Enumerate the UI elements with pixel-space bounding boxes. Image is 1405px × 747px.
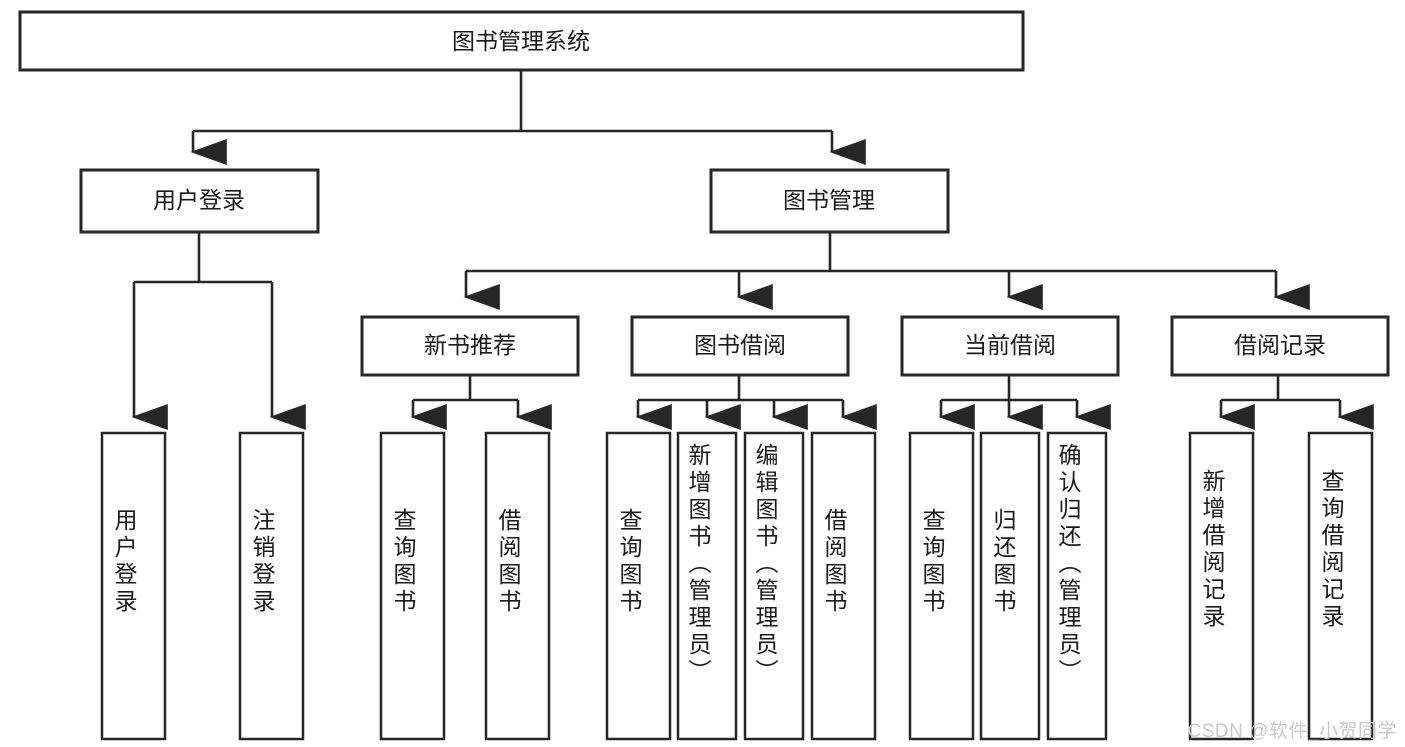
- leaf-box-current-borrow-2[interactable]: [1046, 431, 1108, 741]
- leaf-box-borrow-record-0[interactable]: [1188, 431, 1255, 741]
- node-book-management[interactable]: 图书管理: [709, 168, 950, 234]
- node-root[interactable]: 图书管理系统: [18, 10, 1025, 72]
- node-new-book-recommend-label: 新书推荐: [424, 332, 516, 358]
- node-root-label: 图书管理系统: [452, 28, 590, 54]
- node-new-book-recommend[interactable]: 新书推荐: [360, 315, 580, 377]
- edge-currentborrow-to-leaves: [938, 375, 1111, 430]
- node-current-borrow-label: 当前借阅: [964, 332, 1056, 358]
- edge-newbook-to-leaves: [410, 375, 552, 430]
- edge-bookmgmt-to-level3: [463, 232, 1310, 310]
- edge-userlogin-to-leaves: [131, 232, 306, 430]
- leaf-box-current-borrow-0[interactable]: [908, 431, 975, 741]
- leaf-box-borrow-record-1[interactable]: [1307, 431, 1374, 741]
- edge-borrowrecord-to-leaves: [1218, 375, 1374, 430]
- edge-root-to-level2: [190, 70, 866, 165]
- leaf-box-book-borrow-1[interactable]: [676, 431, 738, 741]
- leaf-box-user-login-0[interactable]: [100, 431, 167, 741]
- leaf-box-new-book-1[interactable]: [484, 431, 551, 741]
- leaf-box-book-borrow-0[interactable]: [605, 431, 672, 741]
- leaf-box-current-borrow-1[interactable]: [979, 431, 1041, 741]
- node-user-login-label: 用户登录: [153, 187, 245, 213]
- leaf-box-book-borrow-3[interactable]: [810, 431, 877, 741]
- edge-bookborrow-to-leaves: [635, 375, 877, 430]
- leaf-box-user-login-1[interactable]: [238, 431, 305, 741]
- leaf-box-new-book-0[interactable]: [379, 431, 446, 741]
- node-user-login[interactable]: 用户登录: [79, 168, 320, 234]
- csdn-watermark: CSDN @软件_小贺同学: [1187, 721, 1397, 742]
- node-borrow-record[interactable]: 借阅记录: [1170, 315, 1390, 377]
- node-book-borrow-label: 图书借阅: [694, 332, 786, 358]
- node-borrow-record-label: 借阅记录: [1234, 332, 1326, 358]
- node-current-borrow[interactable]: 当前借阅: [900, 315, 1120, 377]
- node-book-management-label: 图书管理: [783, 187, 875, 213]
- leaf-box-book-borrow-2[interactable]: [743, 431, 805, 741]
- node-book-borrow[interactable]: 图书借阅: [630, 315, 850, 377]
